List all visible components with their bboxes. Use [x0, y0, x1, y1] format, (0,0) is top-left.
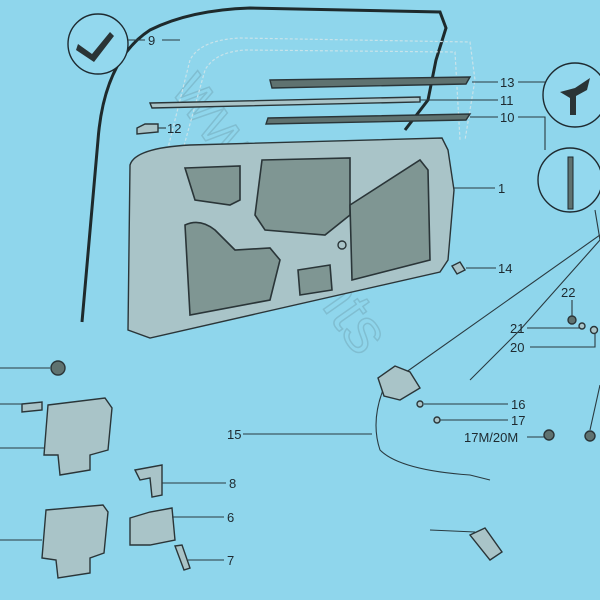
- lock-rod: [394, 234, 600, 381]
- plug-14: [450, 261, 467, 275]
- washer-20: [589, 325, 599, 335]
- door-handle: [468, 527, 503, 561]
- hinge-upper: [43, 397, 113, 476]
- callout-20: 20: [510, 340, 524, 355]
- callout-17: 17: [511, 413, 525, 428]
- callout-11: 11: [500, 93, 514, 108]
- callout-7: 7: [227, 553, 234, 568]
- nut-22: [567, 315, 577, 325]
- callout-12: 12: [167, 121, 181, 136]
- callout-6: 6: [227, 510, 234, 525]
- panel-opening-1: [183, 165, 241, 206]
- hinge-lower: [41, 504, 109, 579]
- callout-17m-20m: 17M/20M: [464, 430, 518, 445]
- panel-opening-2: [254, 157, 351, 236]
- seal-section-detail-9: [67, 13, 129, 75]
- bolt-7: [174, 544, 191, 571]
- callout-9: 9: [148, 33, 155, 48]
- callout-16: 16: [511, 397, 525, 412]
- callout-10: 10: [500, 110, 514, 125]
- rod-right: [589, 384, 600, 431]
- nut-right: [584, 430, 596, 442]
- seal-profile-icon: [76, 32, 114, 62]
- cable-15: [375, 384, 491, 481]
- strip-13: [269, 76, 472, 89]
- panel-opening-4: [349, 158, 431, 282]
- panel-opening-5: [297, 264, 333, 296]
- bracket-8: [133, 464, 163, 498]
- door-seal: [80, 6, 448, 323]
- callout-14: 14: [498, 261, 512, 276]
- bracket-6: [129, 507, 176, 546]
- washer-21: [578, 322, 586, 330]
- strip-profile-10-icon: [567, 156, 574, 210]
- screw-16: [416, 400, 424, 408]
- bolt-top: [50, 360, 66, 376]
- callout-22: 22: [561, 285, 575, 300]
- nut-17m-20m: [543, 429, 555, 441]
- leader-lines: [0, 39, 596, 561]
- handle-rod: [429, 529, 476, 533]
- screw-left: [21, 401, 43, 413]
- strip-11: [148, 96, 421, 109]
- callout-13: 13: [500, 75, 514, 90]
- panel-opening-3: [184, 221, 281, 316]
- callout-15: 15: [227, 427, 241, 442]
- screw-17: [433, 416, 441, 424]
- window-frame-inner: [179, 49, 461, 161]
- strip-10: [265, 113, 472, 125]
- rod-upper: [469, 209, 600, 381]
- strip-profile-icon: [560, 78, 590, 115]
- callout-8: 8: [229, 476, 236, 491]
- callout-1: 1: [498, 181, 505, 196]
- clip-12: [136, 123, 159, 135]
- lock-mechanism: [377, 365, 421, 401]
- callout-21: 21: [510, 321, 524, 336]
- panel-hole: [337, 240, 347, 250]
